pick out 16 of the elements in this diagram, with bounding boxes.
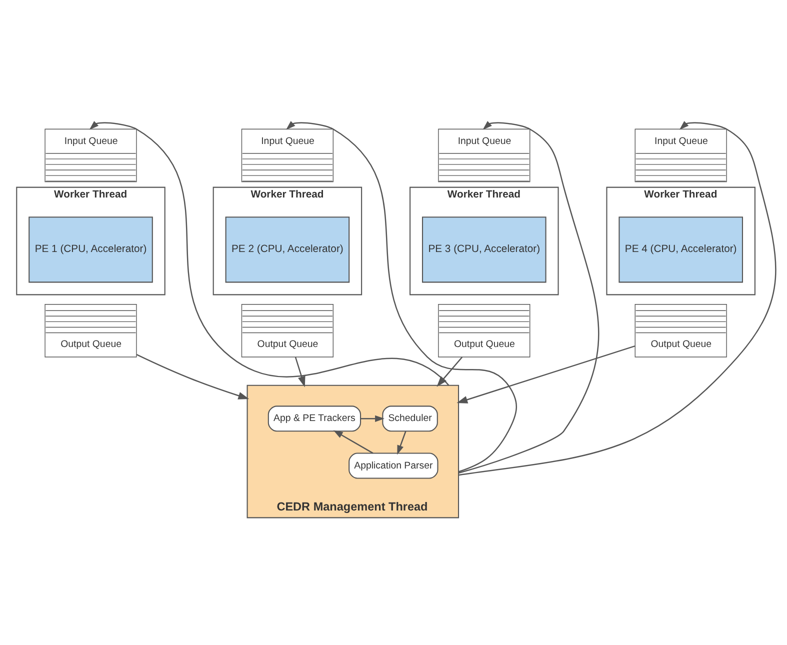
node-box: Application Parser xyxy=(348,452,438,478)
arrow xyxy=(458,120,600,474)
node-box: App & PE Trackers xyxy=(268,405,362,432)
arrow xyxy=(294,356,306,387)
arrow xyxy=(136,354,250,399)
arrow xyxy=(456,344,636,403)
arrow xyxy=(360,414,384,422)
arrow xyxy=(333,430,374,454)
node-box: PE 1 (CPU, Accelerator) xyxy=(28,216,153,282)
node-box: PE 3 (CPU, Accelerator) xyxy=(422,216,546,282)
node-box: PE 2 (CPU, Accelerator) xyxy=(225,216,350,282)
node-box: Scheduler xyxy=(382,405,438,432)
node-box: PE 4 (CPU, Accelerator) xyxy=(618,216,743,282)
arrow xyxy=(397,430,406,454)
arrow xyxy=(286,120,517,472)
arrow xyxy=(458,120,776,476)
